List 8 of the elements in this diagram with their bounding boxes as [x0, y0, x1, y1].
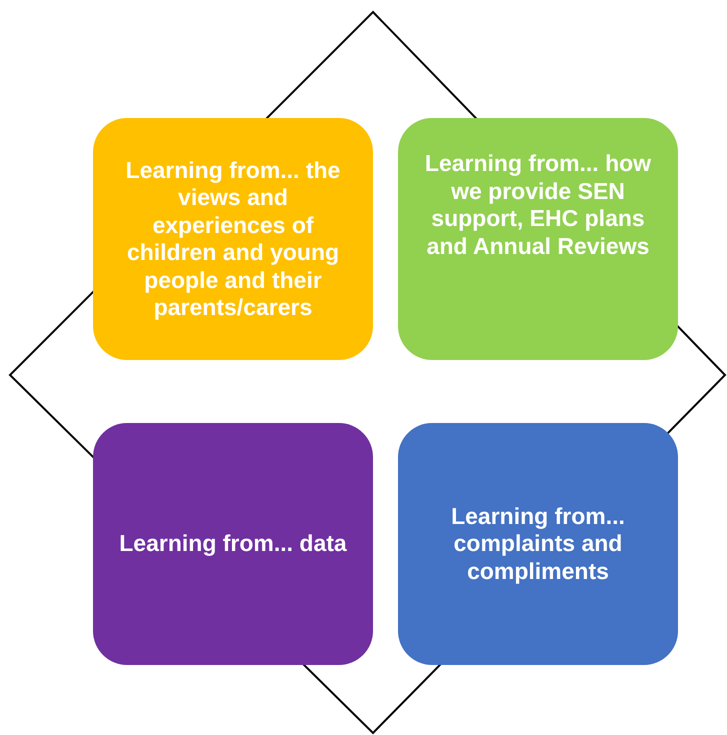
- rounded-box: [398, 118, 678, 360]
- box-text: Learning from... how we provide SEN support, EHC plans and Annual Reviews: [424, 150, 652, 260]
- box-text: Learning from... data: [119, 530, 347, 558]
- rounded-box: [398, 423, 678, 665]
- box-text: Learning from... complaints and compliments: [450, 502, 626, 586]
- rounded-box: [93, 118, 373, 360]
- box-text: Learning from... the views and experiences of children and young people and their parents/carers: [124, 156, 342, 322]
- rounded-box: [93, 423, 373, 665]
